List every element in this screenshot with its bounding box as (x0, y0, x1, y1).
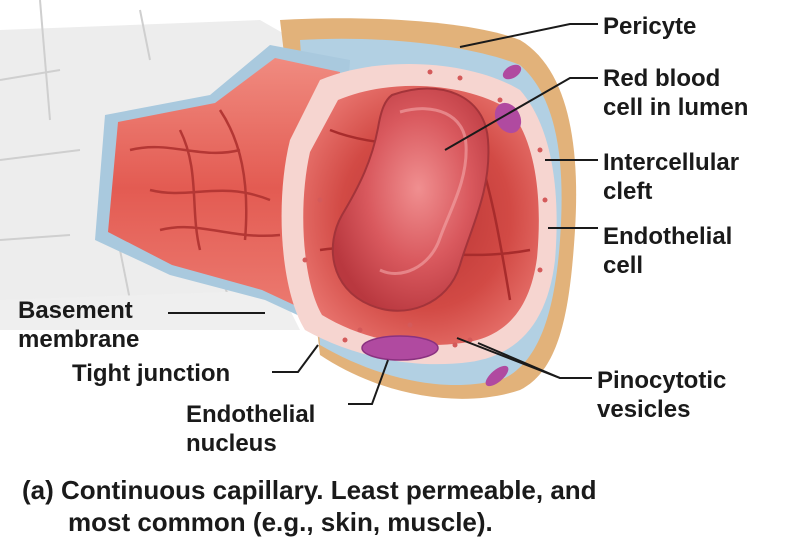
red-blood-cell-shape (331, 87, 490, 312)
label-tight-junction: Tight junction (72, 360, 231, 387)
endothelial-nucleus-shape (361, 335, 439, 361)
label-red-blood-cell: Red blood cell in lumen (603, 65, 749, 121)
caption-part: (a) (22, 475, 54, 505)
pericyte-nucleus-top (502, 64, 522, 80)
leader-lines (168, 23, 598, 405)
figure-caption: (a) Continuous capillary. Least permeabl… (22, 474, 782, 538)
leader-tight-junction (272, 344, 319, 373)
leader-pericyte (459, 23, 598, 48)
tube-wall-inner (108, 58, 340, 318)
leader-endothelial-nucleus (348, 359, 389, 405)
label-basement-membrane: Basement membrane (18, 297, 140, 353)
label-pinocytotic-vesicles: Pinocytotic vesicles (597, 367, 727, 423)
label-endothelial-cell: Endothelial cell (603, 223, 733, 279)
caption-title: Continuous capillary. (61, 475, 324, 505)
label-endothelial-nucleus: Endothelial nucleus (186, 401, 316, 457)
capillary-illustration (0, 0, 598, 405)
leader-pinocytotic-2 (477, 342, 561, 379)
caption-text-line2: most common (e.g., skin, muscle). (68, 507, 493, 537)
pericyte-nucleus-bottom (485, 365, 509, 387)
caption-text-line1: Least permeable, and (330, 475, 597, 505)
label-pericyte: Pericyte (603, 13, 697, 40)
leader-red-blood-cell (444, 77, 598, 151)
label-intercellular-cleft: Intercellular cleft (603, 149, 740, 205)
